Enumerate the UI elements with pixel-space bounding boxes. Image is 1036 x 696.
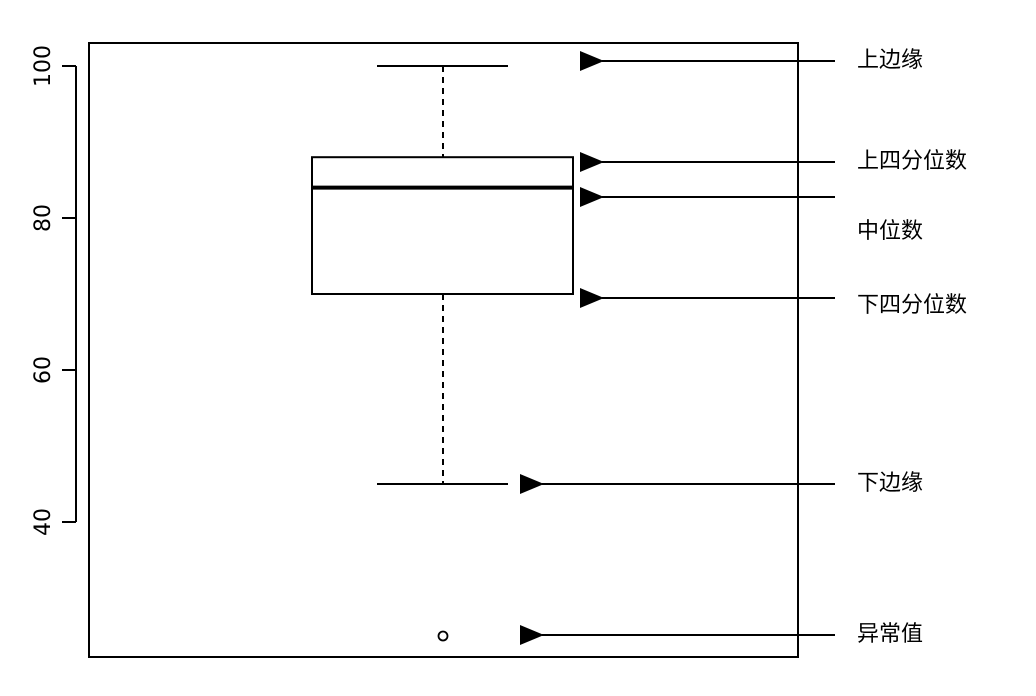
annotation-label: 上边缘 — [857, 48, 923, 73]
annotation-label: 上四分位数 — [857, 149, 967, 174]
y-tick-label: 80 — [31, 204, 56, 232]
annotation-label: 中位数 — [857, 219, 923, 244]
y-tick-label: 100 — [31, 45, 56, 87]
outlier-point — [437, 630, 449, 642]
plot-frame — [88, 42, 799, 658]
annotation-label: 下边缘 — [857, 471, 923, 496]
y-tick-label: 60 — [31, 356, 56, 384]
iqr-box — [311, 156, 574, 295]
annotation-label: 异常值 — [857, 622, 923, 647]
annotation-label: 下四分位数 — [857, 293, 967, 318]
y-tick-label: 40 — [31, 508, 56, 536]
